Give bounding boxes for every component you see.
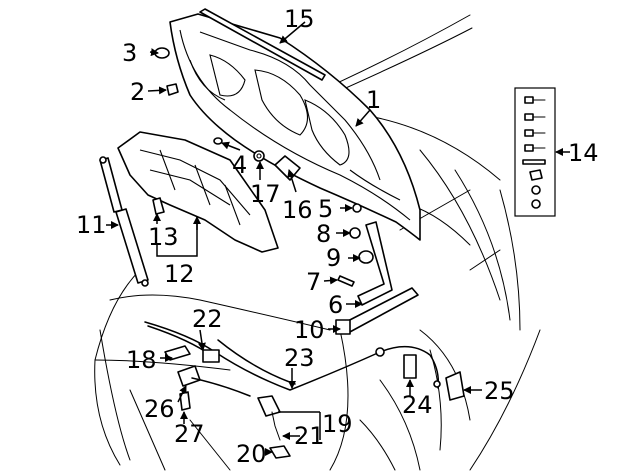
- callout-27: 27: [174, 420, 205, 448]
- hardware-parts: [152, 47, 465, 401]
- callout-19: 19: [322, 410, 353, 438]
- callout-13: 13: [148, 223, 179, 251]
- hood-insulator: [117, 131, 279, 253]
- callout-24: 24: [402, 391, 433, 419]
- callout-20: 20: [236, 440, 267, 468]
- callout-18: 18: [126, 346, 157, 374]
- callout-17: 17: [250, 180, 281, 208]
- callout-16: 16: [282, 196, 313, 224]
- callout-22: 22: [192, 305, 223, 333]
- hardware-kit-fasteners: [522, 96, 546, 209]
- callout-leaders: [106, 21, 570, 456]
- callout-12: 12: [164, 260, 195, 288]
- vehicle-body-outline: [94, 14, 541, 471]
- callout-14: 14: [568, 139, 599, 167]
- callout-3: 3: [122, 39, 137, 67]
- callout-7: 7: [306, 268, 321, 296]
- callout-6: 6: [328, 291, 343, 319]
- callout-1: 1: [366, 86, 381, 114]
- callout-10: 10: [294, 316, 325, 344]
- callout-8: 8: [316, 220, 331, 248]
- callout-labels: 1 2 3 4 5 6 7 8 9 10 11 12 13 14 15 16 1…: [76, 5, 599, 468]
- hood-panel: [169, 13, 421, 241]
- hood-seal-strip: [199, 8, 326, 81]
- callout-4: 4: [232, 151, 247, 179]
- callout-15: 15: [284, 5, 315, 33]
- hardware-kit-box: [514, 87, 556, 217]
- callout-11: 11: [76, 211, 107, 239]
- hood-support-strut: [99, 156, 149, 287]
- callout-21: 21: [294, 422, 325, 450]
- callout-2: 2: [130, 78, 145, 106]
- release-cable-assembly: [144, 321, 441, 459]
- callout-26: 26: [144, 395, 175, 423]
- callout-23: 23: [284, 344, 315, 372]
- callout-25: 25: [484, 377, 515, 405]
- callout-5: 5: [318, 195, 333, 223]
- callout-9: 9: [326, 244, 341, 272]
